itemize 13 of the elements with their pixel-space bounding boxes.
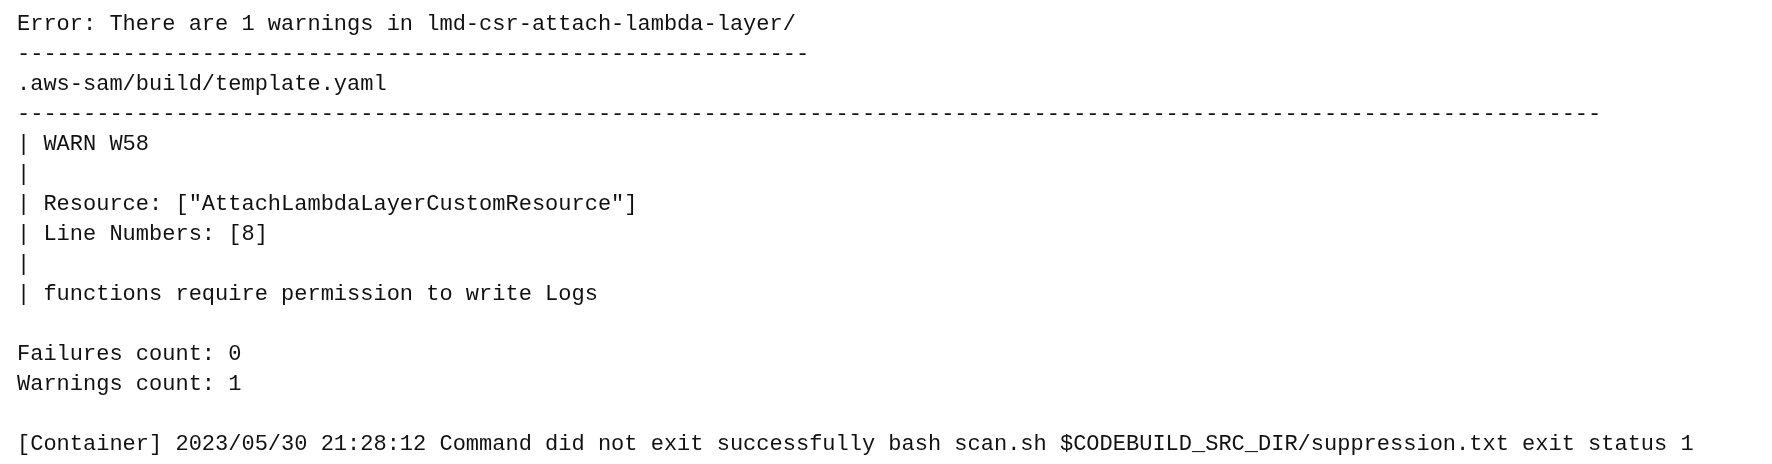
log-line: [Container] 2023/05/30 21:28:12 Command did not exit successfully bash scan.sh $CODEBUILD_SRC_DIR/suppression.txt exit status 1 bbox=[17, 432, 1694, 458]
error-message: Error: There are 1 warnings in lmd-csr-attach-lambda-layer/ bbox=[17, 12, 796, 38]
separator-text: ------------------------------------------------------------ bbox=[17, 42, 810, 68]
file-path: .aws-sam/build/template.yaml bbox=[17, 72, 387, 98]
separator-text: ------------------------------------------------------------------------------------------------------------------------ bbox=[17, 102, 1602, 128]
warning-count: Warnings count: 1 bbox=[17, 372, 242, 398]
pipe-marker: | bbox=[17, 162, 31, 188]
line-numbers: | Line Numbers: [8] bbox=[17, 222, 268, 248]
warning-message: | functions require permission to write Logs bbox=[17, 282, 598, 308]
warning-code: | WARN W58 bbox=[17, 132, 150, 158]
pipe-marker: | bbox=[17, 252, 31, 278]
resource-line: | Resource: ["AttachLambdaLayerCustomResource"] bbox=[17, 192, 638, 218]
failure-count: Failures count: 0 bbox=[17, 342, 242, 368]
